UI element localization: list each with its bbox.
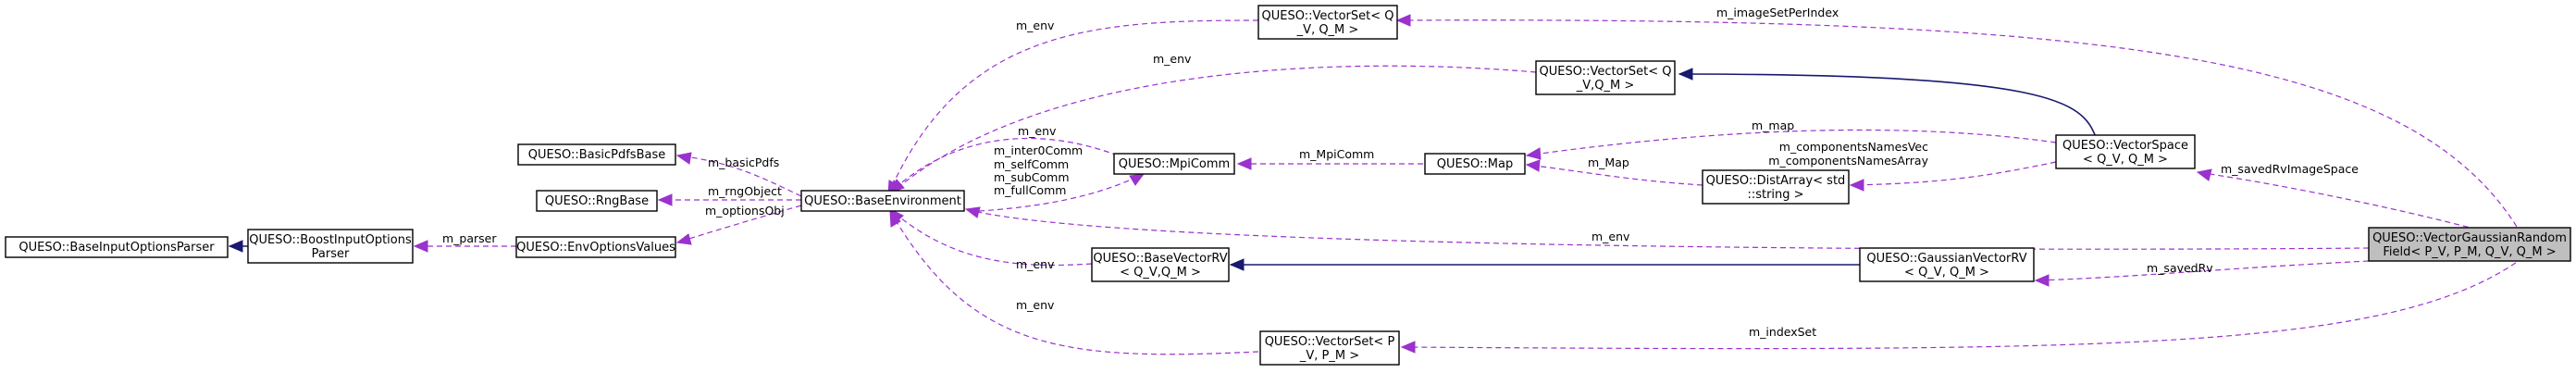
label-image-set-per-index: m_imageSetPerIndex bbox=[1716, 6, 1839, 19]
label-basic-pdfs: m_basicPdfs bbox=[708, 155, 779, 169]
node-vectorset-qv-top[interactable]: QUESO::VectorSet< Q _V, Q_M > bbox=[1257, 5, 1398, 40]
node-vector-space[interactable]: QUESO::VectorSpace < Q_V, Q_M > bbox=[2055, 134, 2196, 169]
node-map[interactable]: QUESO::Map bbox=[1424, 153, 1526, 175]
node-vs-pv-line1: QUESO::VectorSet< P bbox=[1265, 335, 1395, 349]
node-gaussvrv-line2: < Q_V, Q_M > bbox=[1904, 266, 1989, 280]
node-vs-top-line2: _V, Q_M > bbox=[1296, 23, 1359, 37]
label-saved-rv-image-space: m_savedRvImageSpace bbox=[2221, 162, 2359, 176]
node-map-label: QUESO::Map bbox=[1437, 157, 1513, 171]
node-env-options-values[interactable]: QUESO::EnvOptionsValues bbox=[515, 236, 676, 258]
node-gaussvrv-line1: QUESO::GaussianVectorRV bbox=[1866, 252, 2026, 266]
node-base-vector-rv[interactable]: QUESO::BaseVectorRV < Q_V,Q_M > bbox=[1091, 247, 1230, 282]
node-mpicomm[interactable]: QUESO::MpiComm bbox=[1113, 153, 1235, 175]
node-rng-base[interactable]: QUESO::RngBase bbox=[536, 190, 658, 212]
edge-map-vectorspace bbox=[1525, 129, 2057, 160]
node-baseenv-label: QUESO::BaseEnvironment bbox=[804, 194, 961, 208]
edge-m-map bbox=[1525, 159, 1703, 186]
edge-components-names bbox=[1849, 161, 2057, 192]
label-options-obj: m_optionsObj bbox=[705, 204, 785, 218]
node-distarray-line2: ::string > bbox=[1747, 188, 1803, 202]
edge-parser bbox=[413, 240, 516, 253]
node-vs-pv-line2: _V, P_M > bbox=[1299, 349, 1359, 363]
label-env-basevrv: m_env bbox=[1016, 257, 1055, 271]
edge-image-set-per-index bbox=[1395, 14, 2527, 243]
label-components-array: m_componentsNamesArray bbox=[1768, 154, 1928, 168]
edge-saved-rv bbox=[2034, 260, 2370, 287]
edge-rng-object bbox=[657, 193, 801, 206]
node-distarray-line1: QUESO::DistArray< std bbox=[1706, 174, 1846, 188]
label-env-vectorset-top: m_env bbox=[1016, 19, 1055, 32]
edge-saved-rv-image-space bbox=[2196, 168, 2532, 245]
label-subcomm: m_subComm bbox=[994, 170, 1070, 184]
label-env-vgrf: m_env bbox=[1591, 230, 1630, 243]
edge-env-vgrf bbox=[964, 206, 2370, 250]
node-base-environment[interactable]: QUESO::BaseEnvironment bbox=[800, 190, 965, 212]
edge-inherit-gaussian-base bbox=[1229, 258, 1860, 271]
node-vs-line1: QUESO::VectorSet< Q bbox=[1539, 65, 1671, 79]
node-vectorset-qv[interactable]: QUESO::VectorSet< Q _V,Q_M > bbox=[1535, 60, 1676, 95]
node-baseparser-label: QUESO::BaseInputOptionsParser bbox=[19, 241, 215, 255]
node-mpicomm-label: QUESO::MpiComm bbox=[1119, 157, 1230, 171]
node-envopts-label: QUESO::EnvOptionsValues bbox=[516, 241, 675, 255]
node-vspace-line2: < Q_V, Q_M > bbox=[2083, 153, 2168, 167]
edge-basic-pdfs bbox=[675, 152, 802, 197]
edge-env-basevrv bbox=[889, 207, 1093, 267]
label-fullcomm: m_fullComm bbox=[994, 183, 1066, 197]
node-boost-line1: QUESO::BoostInputOptions bbox=[249, 233, 412, 247]
label-rng-object: m_rngObject bbox=[708, 184, 782, 198]
edge-options-obj bbox=[675, 205, 802, 245]
label-components-vec: m_componentsNamesVec bbox=[1779, 140, 1928, 154]
node-vs-line2: _V,Q_M > bbox=[1576, 79, 1635, 93]
edge-env-vectorset bbox=[889, 65, 1537, 195]
node-basevrv-line1: QUESO::BaseVectorRV bbox=[1093, 252, 1227, 266]
node-vs-top-line1: QUESO::VectorSet< Q bbox=[1261, 9, 1393, 23]
edge-inherit-vectorspace-vectorset bbox=[1678, 68, 2097, 138]
node-base-input-options-parser[interactable]: QUESO::BaseInputOptionsParser bbox=[5, 236, 229, 258]
node-vectorset-pv[interactable]: QUESO::VectorSet< P _V, P_M > bbox=[1259, 330, 1400, 366]
label-env-vectorset: m_env bbox=[1153, 52, 1192, 66]
edge-comms bbox=[978, 173, 1146, 212]
node-gaussian-vector-rv[interactable]: QUESO::GaussianVectorRV < Q_V, Q_M > bbox=[1859, 247, 2035, 282]
node-vector-gaussian-random-field[interactable]: QUESO::VectorGaussianRandom Field< P_V, … bbox=[2368, 227, 2571, 262]
edge-env-vectorset-pv bbox=[889, 209, 1259, 355]
node-boost-line2: Parser bbox=[312, 247, 350, 261]
node-basicpdfs-label: QUESO::BasicPdfsBase bbox=[528, 148, 666, 162]
edge-index-set bbox=[1400, 251, 2532, 354]
label-selfcomm: m_selfComm bbox=[994, 157, 1069, 171]
node-vspace-line1: QUESO::VectorSpace bbox=[2062, 139, 2188, 153]
node-basevrv-line2: < Q_V,Q_M > bbox=[1120, 266, 1201, 280]
label-mpicomm-map: m_MpiComm bbox=[1299, 147, 1374, 161]
label-env-mpicomm: m_env bbox=[1018, 124, 1057, 138]
node-vgrf-line1: QUESO::VectorGaussianRandom bbox=[2372, 231, 2567, 245]
label-map-distarray: m_Map bbox=[1588, 155, 1629, 169]
node-vgrf-line2: Field< P_V, P_M, Q_V, Q_M > bbox=[2383, 245, 2556, 259]
label-index-set: m_indexSet bbox=[1749, 325, 1816, 339]
label-parser: m_parser bbox=[442, 231, 497, 245]
node-dist-array[interactable]: QUESO::DistArray< std ::string > bbox=[1702, 169, 1850, 205]
node-boost-input-options-parser[interactable]: QUESO::BoostInputOptions Parser bbox=[247, 229, 414, 264]
label-saved-rv: m_savedRv bbox=[2147, 261, 2213, 275]
label-env-vectorset-pv: m_env bbox=[1016, 298, 1055, 312]
node-rngbase-label: QUESO::RngBase bbox=[545, 194, 649, 208]
label-m-map: m_map bbox=[1752, 118, 1794, 132]
label-inter0comm: m_inter0Comm bbox=[994, 143, 1083, 157]
edge-inherit-boost-base bbox=[228, 240, 248, 253]
edge-mpicomm-map bbox=[1236, 157, 1423, 170]
node-basic-pdfs-base[interactable]: QUESO::BasicPdfsBase bbox=[517, 143, 676, 166]
